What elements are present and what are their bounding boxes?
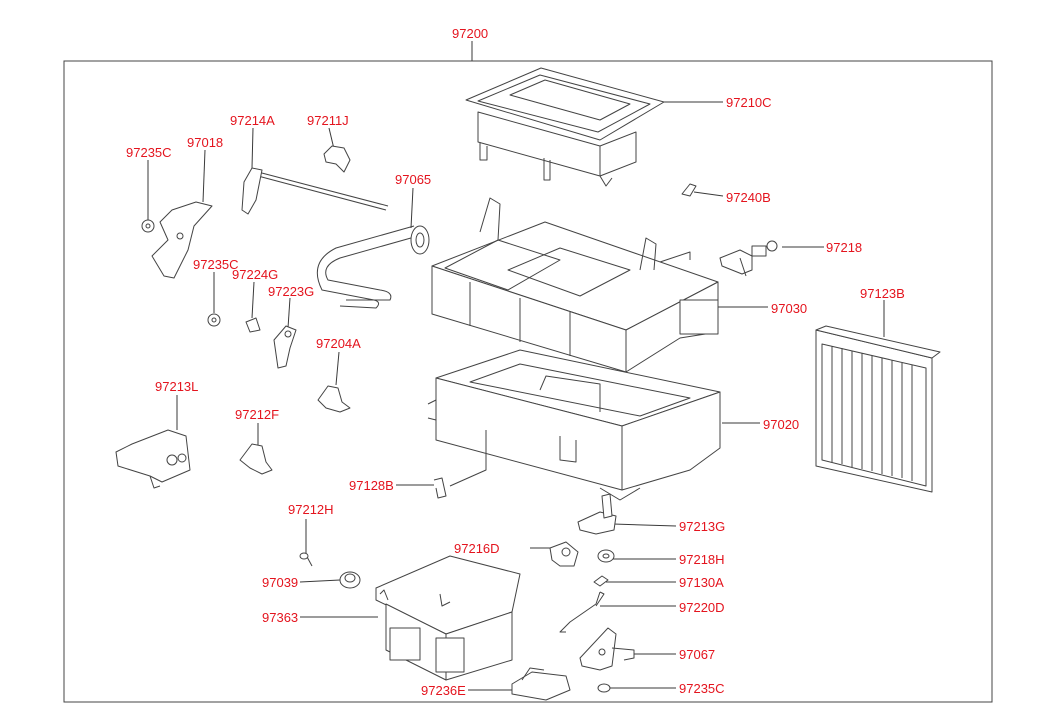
arm-97018-drawing	[151, 201, 213, 279]
bracket-97067-drawing	[579, 627, 635, 671]
clip-97218h-drawing	[597, 549, 615, 563]
label-97218h: 97218H	[679, 552, 725, 567]
label-97240b: 97240B	[726, 190, 771, 205]
clip-97235c-bottom-drawing	[597, 683, 611, 693]
label-97130a: 97130A	[679, 575, 724, 590]
label-97224g: 97224G	[232, 267, 279, 282]
leader-lines	[147, 101, 885, 691]
link-97130a-drawing	[593, 575, 609, 587]
clip-97235c-mid-drawing	[207, 313, 221, 327]
screw-97212h-drawing	[299, 552, 313, 567]
label-97065: 97065	[395, 172, 432, 187]
label-97018: 97018	[187, 135, 224, 150]
label-97218: 97218	[826, 240, 863, 255]
cap-97224g-drawing	[245, 317, 261, 333]
lever-97204a-drawing	[317, 385, 351, 413]
cover-97236e-drawing	[511, 667, 571, 701]
lever-97216d-drawing	[549, 541, 579, 567]
actuator-97218-drawing	[719, 240, 778, 277]
case-97363-drawing	[375, 555, 521, 681]
case-97030-drawing	[431, 197, 719, 373]
label-97220d: 97220D	[679, 600, 725, 615]
label-97020: 97020	[763, 417, 800, 432]
label-97212h: 97212H	[288, 502, 334, 517]
lever-97212f-drawing	[239, 443, 273, 475]
hose-97065-drawing	[316, 225, 430, 309]
label-97211j: 97211J	[307, 113, 349, 128]
label-97212f: 97212F	[235, 407, 280, 422]
clip-97235c-top-drawing	[141, 219, 155, 233]
label-97235c-mid: 97235C	[193, 257, 239, 272]
clip-97128b-drawing	[433, 477, 447, 499]
case-97020-drawing	[427, 349, 721, 501]
label-97204a: 97204A	[316, 336, 361, 351]
rod-97220d-drawing	[559, 591, 605, 633]
label-97214a: 97214A	[230, 113, 275, 128]
label-97236e: 97236E	[421, 683, 466, 698]
label-97200: 97200	[452, 26, 489, 41]
label-97067: 97067	[679, 647, 716, 662]
label-97235c-top: 97235C	[126, 145, 172, 160]
label-97223g: 97223G	[268, 284, 315, 299]
shaft-97214a-drawing	[241, 167, 389, 215]
label-97213g: 97213G	[679, 519, 726, 534]
lever-97213l-drawing	[115, 429, 191, 489]
grommet-97039-drawing	[339, 571, 361, 589]
label-97216d: 97216D	[454, 541, 500, 556]
label-97210c: 97210C	[726, 95, 772, 110]
assembly-frame	[63, 60, 993, 703]
label-97030: 97030	[771, 301, 808, 316]
label-97363: 97363	[262, 610, 299, 625]
label-97039: 97039	[262, 575, 299, 590]
clip-97240b-drawing	[681, 183, 697, 197]
label-97123b: 97123B	[860, 286, 905, 301]
label-97235c-bottom: 97235C	[679, 681, 725, 696]
label-97128b: 97128B	[349, 478, 394, 493]
lever-97223g-drawing	[273, 325, 297, 369]
label-97213l: 97213L	[155, 379, 199, 394]
case-upper-drawing	[465, 67, 665, 187]
lever-97213g-drawing	[577, 493, 617, 535]
lever-97211j-drawing	[323, 145, 351, 173]
filter-97123b-drawing	[815, 325, 941, 493]
